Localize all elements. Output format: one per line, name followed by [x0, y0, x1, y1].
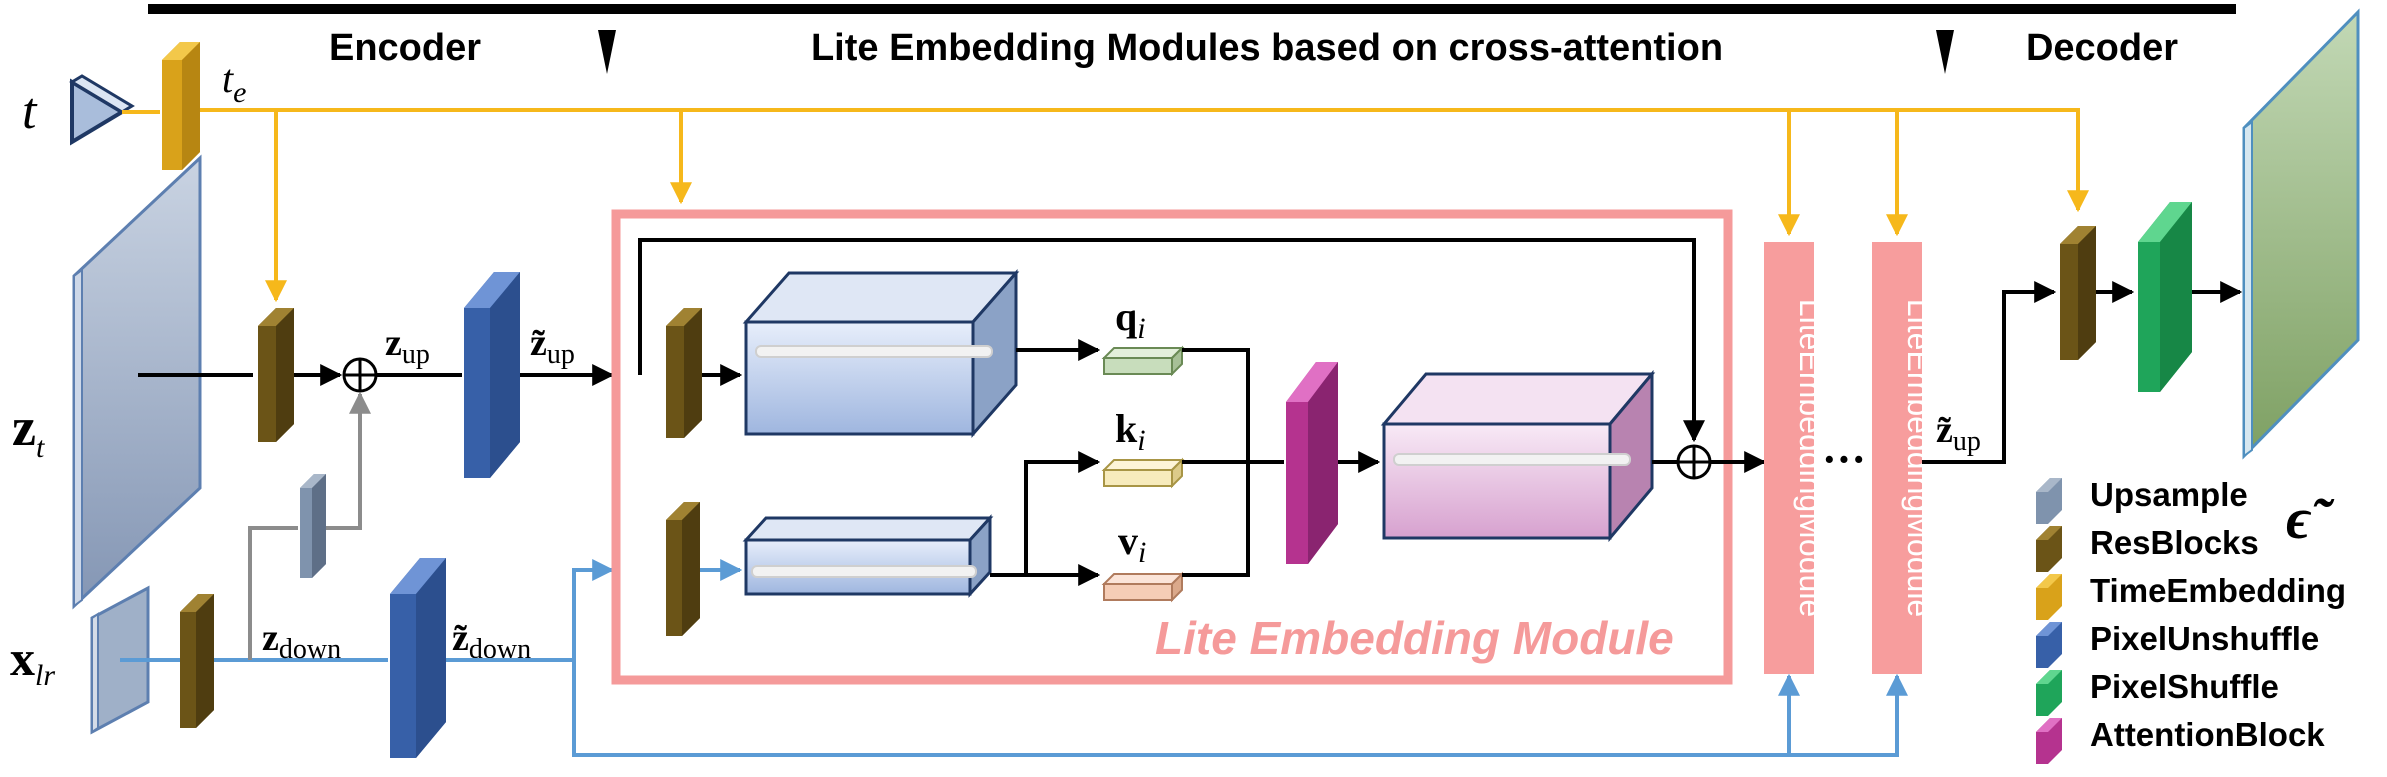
- query-projection-block: [742, 269, 1020, 438]
- section-divider-2: [1936, 30, 1954, 74]
- lem-section-title: Lite Embedding Modules based on cross-at…: [811, 27, 1723, 69]
- svg-text:LiteEmbeddingModule: LiteEmbeddingModule: [1901, 299, 1937, 617]
- pixelshuffle-block: [2138, 202, 2192, 392]
- attention-output-block: [1380, 369, 1656, 543]
- zdown-tilde-label: z̃down: [452, 617, 531, 665]
- legend-label: PixelShuffle: [2090, 668, 2279, 705]
- time-embedding-block: [162, 42, 200, 170]
- legend-item-pixelunshuffle: PixelUnshuffle: [2036, 620, 2319, 668]
- time-input-icon: [69, 74, 135, 146]
- zdown-label: zdown: [262, 617, 341, 665]
- k-token: [1101, 457, 1185, 489]
- legend-label: Upsample: [2090, 476, 2248, 513]
- legend-label: AttentionBlock: [2090, 716, 2325, 753]
- q-token: [1101, 345, 1185, 377]
- zup-label: zup: [385, 322, 430, 370]
- encoder-title: Encoder: [329, 27, 481, 69]
- v-token: [1101, 571, 1185, 603]
- zup-tilde-label: z̃up: [530, 322, 575, 370]
- legend-item-resblocks: ResBlocks: [2036, 524, 2259, 572]
- legend-label: ResBlocks: [2090, 524, 2259, 561]
- epsilon-output-block: [2242, 8, 2360, 460]
- legend-item-pixelshuffle: PixelShuffle: [2036, 668, 2279, 716]
- resblock-lr: [180, 594, 214, 728]
- zup-out-label: z̃up: [1936, 409, 1981, 457]
- zt-latent-block: [72, 154, 202, 610]
- legend-item-timeembedding: TimeEmbedding: [2036, 572, 2346, 620]
- pixelunshuffle-up: [464, 272, 520, 478]
- xlr-label: xlr: [10, 630, 55, 692]
- lite-embedding-module-title: Lite Embedding Module: [1155, 612, 1674, 664]
- k-label: ki: [1115, 406, 1146, 457]
- add-op-lem: [1676, 444, 1712, 480]
- resblock-lem-down: [666, 502, 700, 636]
- section-divider-1: [598, 30, 616, 74]
- key-value-projection-block: [742, 514, 994, 598]
- resblock-encoder-1: [258, 308, 294, 442]
- decoder-title: Decoder: [2026, 27, 2178, 69]
- legend-item-attentionblock: AttentionBlock: [2036, 716, 2325, 764]
- lite-embedding-module-1: LiteEmbeddingModule: [1764, 242, 1829, 674]
- legend: UpsampleResBlocksTimeEmbeddingPixelUnshu…: [2036, 476, 2346, 764]
- svg-text:LiteEmbeddingModule: LiteEmbeddingModule: [1793, 299, 1829, 617]
- epsilon-label: ϵ̃: [2286, 486, 2335, 551]
- upsample-block: [300, 474, 326, 578]
- add-op-encoder: [342, 357, 378, 393]
- te-label: te: [222, 56, 246, 109]
- v-label: vi: [1118, 518, 1146, 569]
- legend-label: TimeEmbedding: [2090, 572, 2346, 609]
- q-label: qi: [1115, 294, 1146, 345]
- attention-block: [1286, 362, 1338, 564]
- lite-embedding-module-box: [611, 209, 1733, 685]
- ellipsis: ···: [1822, 435, 1866, 484]
- zt-label: zt: [12, 397, 45, 464]
- legend-item-upsample: Upsample: [2036, 476, 2248, 524]
- pixelunshuffle-down: [390, 558, 446, 758]
- legend-label: PixelUnshuffle: [2090, 620, 2319, 657]
- resblock-lem-up: [666, 308, 702, 438]
- lite-embedding-module-2: LiteEmbeddingModule: [1872, 242, 1937, 674]
- resblock-decoder: [2060, 226, 2096, 360]
- t-label: t: [22, 83, 38, 140]
- time-line: [200, 108, 2089, 213]
- top-bar: [148, 4, 2236, 14]
